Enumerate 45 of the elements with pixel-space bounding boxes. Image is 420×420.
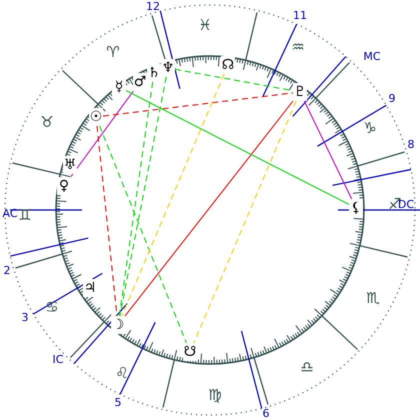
aspect-line bbox=[96, 126, 118, 316]
aspect-line bbox=[118, 82, 154, 316]
house-number: 3 bbox=[22, 311, 28, 325]
aspect-line bbox=[119, 76, 167, 316]
planet-glyph: ⚸ bbox=[349, 199, 363, 217]
house-number: 11 bbox=[293, 9, 307, 23]
zodiac-sign-glyph: ♓ bbox=[198, 18, 212, 32]
aspect-line bbox=[121, 74, 225, 316]
aspect-line bbox=[126, 90, 350, 205]
house-number: 2 bbox=[4, 264, 10, 278]
planet-glyph: ☋ bbox=[183, 343, 197, 361]
house-number: 8 bbox=[408, 138, 414, 152]
zodiac-sign-glyph: ♋ bbox=[45, 300, 59, 314]
house-number: 12 bbox=[146, 0, 160, 14]
zodiac-sign-glyph: ♏ bbox=[366, 291, 380, 305]
planet-glyph: ☽ bbox=[111, 316, 125, 334]
zodiac-sign-glyph: ♎ bbox=[300, 360, 314, 374]
house-number: 5 bbox=[114, 396, 122, 410]
planet-glyph: ♅ bbox=[63, 156, 77, 174]
planet-glyph: ☉ bbox=[89, 108, 103, 126]
planet-glyph: ♂ bbox=[133, 73, 147, 91]
aspect-line bbox=[124, 100, 294, 316]
zodiac-sign-glyph: ♌ bbox=[115, 366, 129, 380]
planet-glyph: ♀ bbox=[57, 177, 71, 195]
aspect-line bbox=[304, 100, 352, 200]
aspect-line bbox=[99, 126, 187, 344]
zodiac-sign-glyph: ♍ bbox=[208, 388, 222, 402]
zodiac-sign-glyph: ♑ bbox=[363, 121, 377, 135]
planet-glyph: ♇ bbox=[293, 83, 307, 101]
zodiac-sign-glyph: ♈ bbox=[106, 45, 120, 59]
planet-glyph: ♄ bbox=[147, 64, 161, 82]
aspect-line bbox=[102, 92, 294, 117]
zodiac-sign-glyph: ♉ bbox=[40, 115, 54, 129]
aspect-line bbox=[70, 90, 134, 178]
planet-glyph: ☿ bbox=[112, 78, 126, 96]
house-number: 9 bbox=[388, 92, 396, 106]
planet-glyph: ♆ bbox=[161, 59, 175, 77]
house-number: IC bbox=[52, 353, 64, 367]
house-number: 6 bbox=[262, 407, 270, 420]
planet-glyph: ♃ bbox=[83, 279, 97, 297]
house-number: MC bbox=[363, 50, 381, 64]
planet-glyph: ☊ bbox=[221, 56, 235, 74]
zodiac-sign-glyph: ♊ bbox=[18, 208, 32, 222]
aspect-line bbox=[193, 100, 297, 344]
zodiac-sign-glyph: ♒ bbox=[291, 40, 305, 54]
